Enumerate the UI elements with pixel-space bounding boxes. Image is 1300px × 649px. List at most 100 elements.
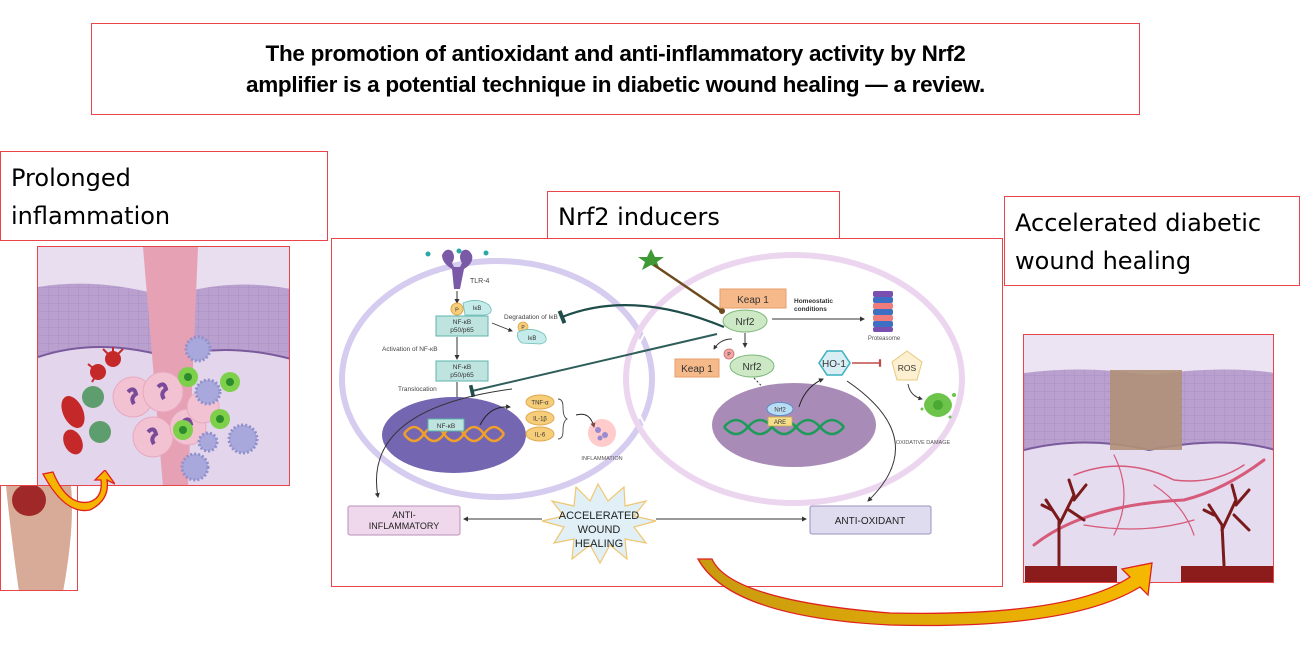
- ikb-label: IκB: [473, 306, 482, 312]
- cytokine-il6: IL-6: [535, 433, 546, 439]
- right-cell-membrane: [623, 252, 965, 506]
- tlr4-receptor-icon: [425, 248, 489, 289]
- platelets: [87, 347, 124, 383]
- oxidative-damage-label: OXIDATIVE DAMAGE: [896, 440, 951, 446]
- activation-label: Activation of NF-κB: [382, 346, 438, 353]
- dendritic-cells-blue: [180, 335, 259, 482]
- red-blood-cells: [61, 396, 85, 455]
- proteasome-icon: [873, 291, 893, 332]
- stratum-corneum: [1024, 335, 1273, 380]
- title-box: The promotion of antioxidant and anti-in…: [91, 23, 1140, 115]
- inducer-link: [653, 263, 723, 313]
- nuclear-nfkb-label: NF-κB: [437, 423, 455, 430]
- cytokine-list: TNF-α IL-1β IL-6: [525, 394, 555, 442]
- nuclear-nrf2-label: Nrf2: [774, 408, 786, 414]
- inhibit-translocation-arrow: [468, 333, 718, 398]
- healed-skin-svg: [1024, 335, 1273, 582]
- starburst-line-2: WOUND: [578, 524, 621, 536]
- outcome-arrow: [696, 558, 1153, 627]
- new-blood-vessels: [1032, 454, 1266, 547]
- ikb-shape: [462, 300, 492, 316]
- phospho-nrf2-oval: [729, 354, 775, 378]
- degraded-ikb-shape: [517, 329, 547, 345]
- title-line-2: amplifier is a potential technique in di…: [246, 72, 985, 97]
- accelerated-healing-starburst: [541, 482, 657, 565]
- nuclear-nfkb-box: [427, 418, 465, 432]
- cytokine-tnf: TNF-α: [531, 401, 549, 407]
- ros-label: ROS: [898, 363, 917, 373]
- nfkb-complex-box: [435, 315, 489, 337]
- vessel-base-right: [1181, 566, 1273, 582]
- ros-pentagon: [891, 350, 923, 381]
- homeostatic-line-2: conditions: [794, 306, 827, 313]
- degradation-label: Degradation of IκB: [504, 314, 558, 321]
- oxidative-damage-icon: [920, 393, 956, 419]
- title-line-1: The promotion of antioxidant and anti-in…: [265, 41, 966, 66]
- cytokine-il1b: IL-1β: [533, 417, 547, 423]
- phospho-label: P: [455, 308, 459, 314]
- inflammation-label: INFLAMMATION: [581, 456, 622, 462]
- phospho-nrf2-label: Nrf2: [743, 362, 762, 373]
- inflamed-skin-svg: [38, 247, 289, 485]
- mechanism-svg: TLR-4 P IκB NF-κB p50/p65 Degradation of…: [339, 248, 965, 565]
- nuclear-nrf2-oval: [766, 402, 794, 416]
- degraded-phospho-label: P: [521, 325, 525, 331]
- nrf2-phospho-label: P: [727, 352, 731, 358]
- nrf2-inducer-star-icon: [638, 249, 664, 270]
- ulcer: [12, 486, 46, 516]
- to-anti-inflammatory-arrow: [374, 388, 513, 498]
- nrf2-inducers-text: Nrf2 inducers: [558, 203, 720, 231]
- healed-scar-patch: [1110, 370, 1182, 450]
- anti-oxidant-box: [809, 505, 932, 535]
- cytokine-brace: [557, 398, 569, 440]
- left-cell-membrane: [339, 258, 655, 500]
- vessel-branches-right: [1202, 483, 1251, 567]
- macrophages-green: [82, 386, 111, 443]
- anti-inflammatory-line-2: INFLAMMATORY: [369, 521, 440, 531]
- accelerated-healing-label: Accelerated diabetic wound healing: [1004, 196, 1300, 286]
- zoom-arrow-left: [42, 470, 115, 512]
- vessel-branches-left: [1040, 478, 1088, 567]
- epidermis-left: [38, 283, 168, 357]
- label-line-2: inflammation: [11, 202, 171, 230]
- to-anti-oxidant-arrow: [846, 380, 896, 502]
- homeostatic-line-1: Homeostatic: [794, 298, 833, 305]
- keap1-label: Keap 1: [737, 295, 769, 306]
- vessel-base-left: [1025, 566, 1117, 582]
- inhibit-ikb-degradation-arrow: [557, 304, 725, 329]
- translocation-label: Translocation: [398, 386, 437, 393]
- are-box: [767, 416, 793, 427]
- inflamed-wound-illustration: [37, 246, 290, 486]
- diabetic-leg-ulcer-illustration: [0, 485, 78, 591]
- tlr4-label: TLR-4: [470, 278, 490, 285]
- nrf2-inducers-label: Nrf2 inducers: [547, 191, 840, 242]
- keap1-box: [719, 288, 787, 309]
- activated-nfkb-box: [435, 360, 489, 382]
- anti-oxidant-label: ANTI-OXIDANT: [835, 516, 906, 527]
- nrf2-oval: [722, 309, 768, 333]
- are-label: ARE: [774, 420, 786, 426]
- lymphocytes-bright-green: [173, 367, 240, 440]
- ho1-hexagon: [818, 350, 851, 376]
- nrf2-phospho-icon: [723, 348, 735, 360]
- degraded-ikb-label: IκB: [528, 336, 537, 342]
- nrf2-label: Nrf2: [736, 317, 755, 328]
- anti-inflammatory-line-1: ANTI-: [392, 510, 416, 520]
- ho1-label: HO-1: [822, 359, 846, 370]
- mechanism-diagram: TLR-4 P IκB NF-κB p50/p65 Degradation of…: [331, 238, 1003, 587]
- label-line-1: Accelerated diabetic: [1015, 209, 1262, 237]
- healed-wound-illustration: [1023, 334, 1274, 583]
- starburst-line-3: HEALING: [575, 538, 623, 550]
- free-keap1-label: Keap 1: [681, 364, 713, 375]
- activated-nfkb-line-1: NF-κB: [453, 364, 471, 371]
- starburst-line-1: ACCELERATED: [559, 510, 640, 522]
- anti-inflammatory-box: [347, 505, 461, 536]
- free-keap1-box: [674, 358, 720, 378]
- prolonged-inflammation-label: Prolonged inflammation: [0, 151, 328, 241]
- label-line-1: Prolonged: [11, 164, 131, 192]
- label-line-2: wound healing: [1015, 247, 1192, 275]
- activated-nfkb-line-2: p50/p65: [450, 372, 474, 379]
- nfkb-complex-line-1: NF-κB: [453, 319, 471, 326]
- inflammation-glow: [588, 419, 616, 447]
- nfkb-complex-line-2: p50/p65: [450, 327, 474, 334]
